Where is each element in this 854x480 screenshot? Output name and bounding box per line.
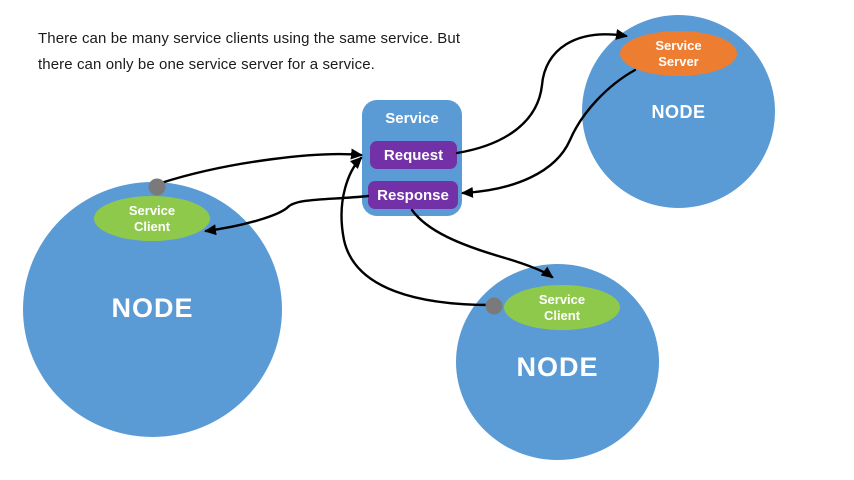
node-right-label: NODE xyxy=(651,102,706,122)
arrow-left-client-to-request xyxy=(159,148,363,185)
left-service-client-label: Service Client xyxy=(128,202,176,234)
bottom-service-client-badge: Service Client xyxy=(504,285,620,330)
caption-line-2: there can only be one service server for… xyxy=(38,56,375,73)
service-server-label: Service Server xyxy=(655,37,702,69)
response-box: Response xyxy=(368,181,458,209)
node-left-label: NODE xyxy=(111,293,194,323)
service-box: Service Request Response xyxy=(362,100,462,216)
bottom-service-client-label: Service Client xyxy=(538,291,586,323)
service-server-badge: Service Server xyxy=(620,31,737,76)
node-bottom-label: NODE xyxy=(516,352,599,382)
service-title: Service xyxy=(385,110,439,127)
caption-line-1: There can be many service clients using … xyxy=(38,30,461,47)
request-box: Request xyxy=(370,141,457,169)
caption: There can be many service clients using … xyxy=(38,26,518,78)
left-service-client-badge: Service Client xyxy=(94,196,210,241)
